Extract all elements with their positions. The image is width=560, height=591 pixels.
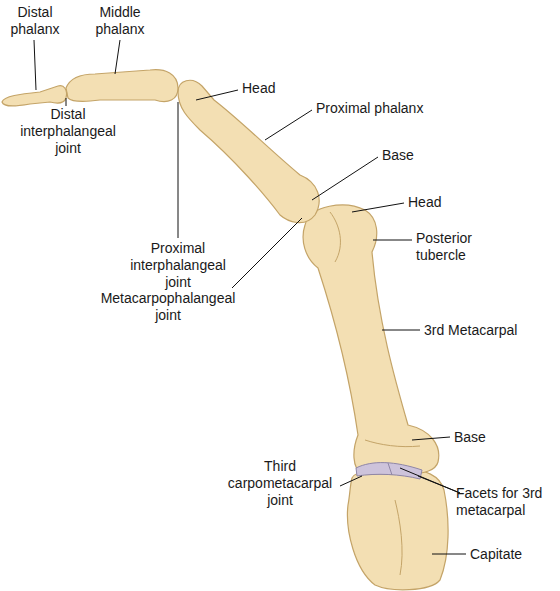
articular-facet bbox=[356, 463, 422, 479]
part-label: Base bbox=[454, 429, 486, 446]
distal-phalanx-bone bbox=[2, 86, 67, 106]
part-label: 3rd Metacarpal bbox=[424, 322, 517, 339]
proximal-phalanx-bone bbox=[178, 80, 319, 222]
middle-phalanx-bone bbox=[66, 70, 178, 102]
capitate-bone bbox=[347, 467, 448, 589]
leader-line bbox=[340, 476, 362, 486]
head-contour bbox=[330, 212, 340, 262]
part-label: Proximal interphalangeal joint bbox=[124, 240, 232, 291]
leader-line bbox=[312, 157, 378, 200]
part-label: Third carpometacarpal joint bbox=[222, 458, 338, 509]
part-label: Head bbox=[242, 80, 275, 97]
part-label: Middle phalanx bbox=[88, 4, 152, 38]
leader-line bbox=[432, 554, 466, 555]
leader-line bbox=[412, 437, 450, 440]
leader-line bbox=[400, 468, 460, 493]
leader-line bbox=[373, 240, 412, 241]
part-label: Distal phalanx bbox=[6, 4, 64, 38]
leader-line bbox=[178, 102, 179, 238]
part-label: Facets for 3rd metacarpal bbox=[456, 485, 556, 519]
leader-line bbox=[66, 98, 67, 106]
part-label: Base bbox=[382, 147, 414, 164]
leader-line bbox=[265, 110, 312, 140]
leader-line bbox=[418, 476, 460, 493]
leader-line bbox=[232, 218, 302, 288]
base-contour bbox=[365, 440, 420, 447]
leader-line bbox=[382, 330, 420, 331]
leader-line bbox=[34, 40, 36, 90]
facet-divider bbox=[388, 463, 392, 475]
part-label: Head bbox=[408, 194, 441, 211]
capitate-contour bbox=[395, 500, 402, 575]
part-label: Distal interphalangeal joint bbox=[14, 106, 122, 157]
leader-line bbox=[115, 40, 120, 74]
part-label: Posterior tubercle bbox=[416, 230, 496, 264]
part-label: Metacarpophalangeal joint bbox=[92, 290, 244, 324]
leader-line bbox=[352, 203, 404, 212]
part-label: Proximal phalanx bbox=[316, 100, 423, 117]
part-label: Capitate bbox=[470, 546, 522, 563]
leader-line bbox=[196, 90, 238, 100]
